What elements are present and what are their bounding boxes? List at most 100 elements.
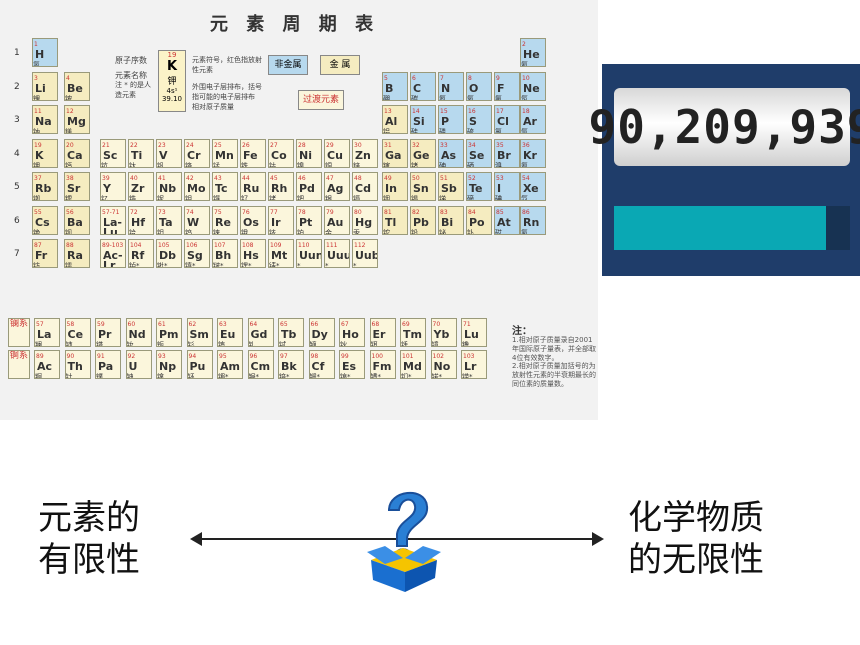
period-label: 6	[14, 215, 20, 226]
element-name: *	[297, 262, 301, 268]
element-symbol: Si	[413, 115, 425, 128]
element-name: 铊	[383, 228, 390, 235]
element-cell-si: 14Si硅28.09	[410, 105, 436, 134]
element-symbol: Sb	[441, 182, 457, 195]
element-symbol: Ra	[67, 249, 83, 262]
element-cell-re: 75Re铼186.2	[212, 205, 238, 235]
element-symbol: Mg	[67, 115, 86, 128]
element-symbol: Pb	[413, 215, 429, 229]
element-name: 碳	[411, 94, 418, 101]
element-name: 铟	[383, 195, 390, 201]
element-name: 钌	[241, 195, 248, 201]
atomic-number: 89-103	[102, 242, 124, 249]
element-name: 碲	[467, 195, 474, 201]
atomic-number: 91	[97, 353, 105, 360]
atomic-number: 87	[34, 242, 42, 249]
element-symbol: Os	[243, 215, 259, 229]
element-symbol: Ag	[327, 182, 344, 195]
atomic-number: 30	[354, 141, 362, 149]
atomic-number: 28	[298, 141, 306, 149]
element-symbol: Bi	[441, 215, 454, 229]
element-symbol: Ni	[299, 148, 312, 162]
sample-name: 钾	[167, 77, 177, 87]
element-name: 锂	[33, 94, 40, 101]
atomic-number: 109	[270, 242, 282, 249]
element-name: 钍	[65, 373, 73, 379]
element-symbol: Th	[67, 360, 83, 373]
atomic-number: 100	[371, 353, 383, 360]
atomic-number: 76	[242, 208, 250, 216]
right-caption-line-1: 化学物质	[628, 498, 764, 538]
counter-panel: 90,209,939	[589, 64, 860, 276]
element-symbol: Mn	[215, 148, 234, 162]
element-name: 铜	[325, 161, 332, 168]
atomic-number: 55	[34, 208, 42, 216]
element-name: 镤	[96, 373, 103, 379]
element-symbol: Ac	[37, 360, 53, 373]
element-name: 硅	[411, 128, 418, 134]
left-caption: 元素的 有限性	[38, 497, 140, 581]
element-name: 铪	[129, 228, 136, 235]
label-note: 注 * 的是人造元素	[115, 81, 151, 99]
element-symbol: Na	[35, 115, 52, 128]
element-symbol: In	[385, 182, 397, 195]
element-cell-ho: 67Ho钬164.9	[339, 318, 365, 347]
element-cell-b: 5B硼10.81	[382, 71, 408, 101]
atomic-number: 25	[214, 141, 222, 149]
atomic-number: 71	[463, 321, 471, 328]
atomic-number: 44	[242, 175, 250, 182]
atomic-number: 106	[186, 242, 198, 249]
element-symbol: Ac-Lr	[103, 249, 123, 268]
element-symbol: Pt	[299, 215, 313, 229]
element-name: 镄*	[370, 373, 382, 379]
element-cell-y: 39Y钇88.91	[100, 172, 126, 201]
element-cell-ag: 47Ag银107.9	[324, 172, 350, 201]
element-symbol: Ne	[523, 81, 540, 95]
element-cell-p: 15P磷30.97	[438, 105, 464, 134]
atomic-number: 88	[66, 242, 74, 249]
element-cell-yb: 70Yb镱173.0	[430, 318, 457, 347]
sample-config: 4s¹	[166, 87, 178, 95]
atomic-number: 5	[384, 74, 388, 82]
atomic-number: 57	[36, 321, 44, 328]
element-symbol: Ce	[67, 328, 84, 341]
atomic-number: 4	[66, 74, 70, 82]
atomic-number: 89	[36, 353, 44, 360]
element-name: 锿*	[340, 373, 351, 379]
element-symbol: Tl	[385, 215, 397, 229]
element-cell-sb: 51Sb锑121.8	[438, 172, 464, 201]
element-symbol: F	[497, 81, 505, 95]
atomic-number: 107	[214, 242, 226, 249]
element-symbol: Al	[385, 115, 398, 128]
legend-metal: 金 属	[320, 55, 360, 75]
element-name: 氟	[495, 94, 502, 101]
atomic-number: 57-71	[102, 208, 120, 216]
element-name: 金	[325, 228, 332, 235]
element-symbol: Eu	[220, 328, 236, 341]
element-cell-ce: 58Ce铈140.1	[64, 318, 91, 347]
atomic-number: 66	[310, 321, 319, 328]
atomic-number: 62	[188, 321, 197, 328]
element-name: 钷	[157, 341, 164, 347]
element-name: 锎*	[309, 373, 321, 379]
element-name: 铝	[383, 128, 390, 134]
element-symbol: C	[413, 81, 422, 95]
element-cell-kr: 36Kr氪83.80	[520, 138, 546, 168]
element-symbol: Li	[35, 81, 46, 95]
element-name: 溴	[495, 161, 502, 168]
atomic-number: 96	[249, 353, 258, 360]
element-cell-nb: 41Nb铌92.91	[156, 172, 182, 201]
element-name: 锗	[411, 161, 418, 168]
element-cell-li: 3Li锂6.941	[32, 71, 58, 101]
atomic-number: 38	[66, 175, 74, 182]
atomic-number: 63	[219, 321, 227, 328]
element-symbol: Mo	[187, 182, 206, 195]
element-symbol: Pr	[98, 328, 112, 341]
element-cell-nd: 60Nd钕144.2	[125, 318, 152, 347]
